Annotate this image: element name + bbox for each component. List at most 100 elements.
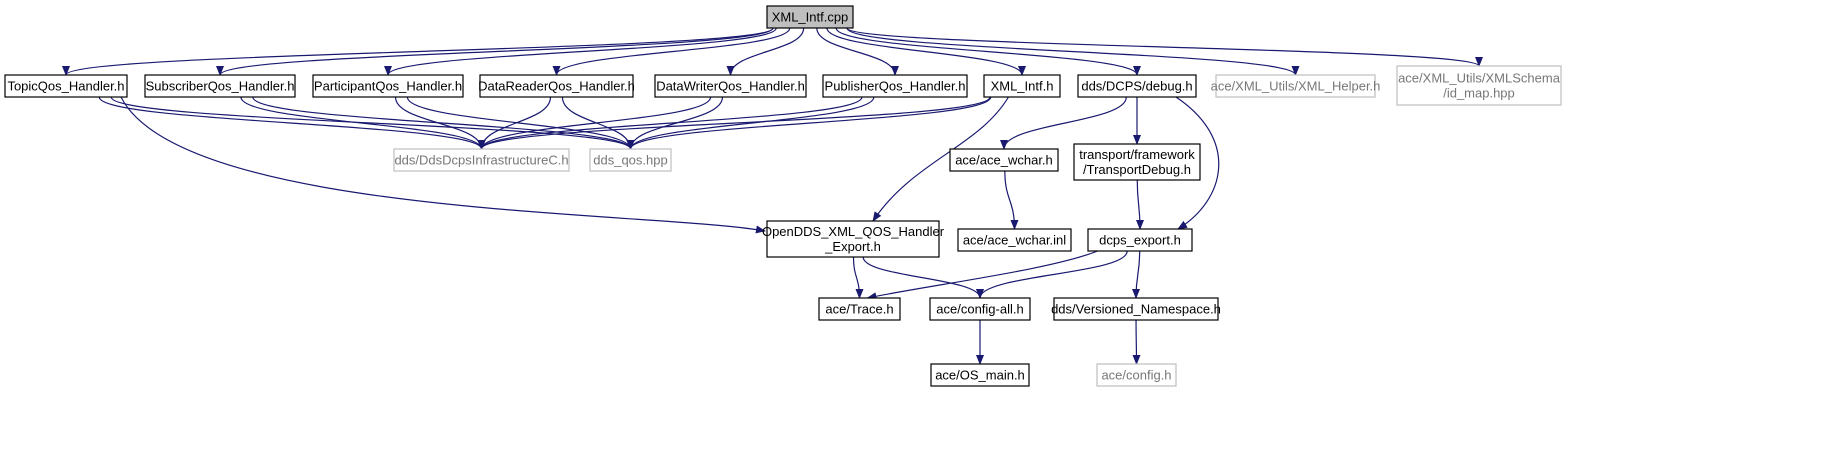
node-box [393, 148, 570, 172]
edge-datawriterqos-to-ddsdcpsinfra [477, 96, 712, 150]
edge-xml_intf_cpp-to-subscriberqos [216, 27, 774, 76]
edge-arrow [816, 27, 899, 76]
edge-opendds_export-to-ace_trace [852, 256, 864, 299]
edge-topicqos-to-ddsdcpsinfra [98, 96, 486, 150]
node-participantqos[interactable]: ParticipantQos_Handler.h [312, 74, 464, 98]
edge-arrow [477, 96, 991, 150]
node-box [957, 228, 1072, 252]
edge-opendds_export-to-config_all [862, 256, 984, 299]
node-label: SubscriberQos_Handler.h [146, 79, 295, 94]
edge-arrow [846, 27, 1300, 76]
edge-transportdebug-to-dcps_export [1135, 179, 1144, 230]
edge-arrow [477, 96, 863, 150]
node-os_main[interactable]: ace/OS_main.h [930, 363, 1030, 387]
edge-datareaderqos-to-ddsdcpsinfra [477, 96, 552, 150]
edge-arrow [477, 96, 552, 150]
node-label: ace/config.h [1101, 368, 1171, 383]
node-box [1073, 143, 1201, 181]
edge-arrow [240, 96, 486, 150]
edge-debug_h-to-ace_wchar_h [1000, 96, 1127, 150]
edge-arrow [852, 256, 864, 299]
edge-arrow [626, 96, 992, 150]
edge-xml_intf_cpp-to-xml_intf_h [826, 27, 1026, 76]
node-opendds_export[interactable]: OpenDDS_XML_QOS_Handler_Export.h [762, 220, 945, 258]
node-config_all[interactable]: ace/config-all.h [929, 297, 1031, 321]
node-label: DataWriterQos_Handler.h [656, 79, 805, 94]
node-topicqos[interactable]: TopicQos_Handler.h [4, 74, 128, 98]
node-box [312, 74, 464, 98]
edge-publisherqos-to-ddsdcpsinfra [477, 96, 863, 150]
node-label: OpenDDS_XML_QOS_Handler [762, 224, 945, 239]
edge-arrow [406, 96, 635, 150]
node-label: dds/DCPS/debug.h [1081, 79, 1192, 94]
edge-subscriberqos-to-dds_qos [252, 96, 635, 150]
node-datawriterqos[interactable]: DataWriterQos_Handler.h [654, 74, 807, 98]
edge-xml_intf_cpp-to-datawriterqos [726, 27, 805, 76]
node-label: ace/OS_main.h [935, 368, 1025, 383]
edge-xml_intf_cpp-to-id_map [846, 27, 1483, 67]
node-label: dcps_export.h [1099, 233, 1181, 248]
node-box [589, 148, 672, 172]
edge-dcps_export-to-versioned_ns [1132, 250, 1141, 299]
node-box [1215, 74, 1376, 98]
node-label: dds_qos.hpp [593, 153, 667, 168]
node-ace_trace[interactable]: ace/Trace.h [818, 297, 901, 321]
node-box [654, 74, 807, 98]
edge-arrow [110, 96, 635, 150]
node-versioned_ns[interactable]: dds/Versioned_Namespace.h [1051, 297, 1221, 321]
edge-arrow [626, 96, 875, 150]
edge-xml_intf_cpp-to-publisherqos [816, 27, 899, 76]
node-ace_wchar_inl[interactable]: ace/ace_wchar.inl [957, 228, 1072, 252]
node-transportdebug[interactable]: transport/framework/TransportDebug.h [1073, 143, 1201, 181]
node-box [766, 220, 940, 258]
node-label: /TransportDebug.h [1083, 162, 1191, 177]
node-box [144, 74, 296, 98]
node-box [1096, 363, 1177, 387]
node-label: XML_Intf.cpp [772, 10, 849, 25]
edge-xml_intf_cpp-to-participantqos [384, 27, 777, 76]
node-label: PublisherQos_Handler.h [825, 79, 966, 94]
node-label: /id_map.hpp [1443, 86, 1515, 101]
node-box [1087, 228, 1193, 252]
edge-arrow [862, 256, 984, 299]
node-ace_config: ace/config.h [1096, 363, 1177, 387]
node-label: TopicQos_Handler.h [7, 79, 124, 94]
edge-arrow [252, 96, 635, 150]
node-subscriberqos[interactable]: SubscriberQos_Handler.h [144, 74, 296, 98]
node-box [766, 5, 854, 29]
node-publisherqos[interactable]: PublisherQos_Handler.h [822, 74, 968, 98]
node-box [822, 74, 968, 98]
edge-arrow [976, 250, 1128, 299]
edge-arrow [62, 27, 774, 76]
edge-arrow [826, 27, 1026, 76]
node-id_map: ace/XML_Utils/XMLSchema/id_map.hpp [1396, 65, 1562, 106]
node-box [949, 148, 1059, 172]
node-box [818, 297, 901, 321]
node-datareaderqos[interactable]: DataReaderQos_Handler.h [478, 74, 635, 98]
node-dcps_export[interactable]: dcps_export.h [1087, 228, 1193, 252]
node-ace_wchar_h[interactable]: ace/ace_wchar.h [949, 148, 1059, 172]
node-label: ParticipantQos_Handler.h [314, 79, 462, 94]
node-box [1053, 297, 1219, 321]
edge-xml_intf_h-to-opendds_export [872, 96, 1009, 222]
edge-subscriberqos-to-ddsdcpsinfra [240, 96, 486, 150]
node-box [479, 74, 634, 98]
node-box [929, 297, 1031, 321]
node-debug_h[interactable]: dds/DCPS/debug.h [1077, 74, 1197, 98]
node-dds_qos: dds_qos.hpp [589, 148, 672, 172]
node-xml_intf_h[interactable]: XML_Intf.h [983, 74, 1061, 98]
edge-arrow [216, 27, 774, 76]
node-xml_intf_cpp[interactable]: XML_Intf.cpp [766, 5, 854, 29]
node-box [930, 363, 1030, 387]
edge-arrow [1004, 170, 1019, 230]
node-label: transport/framework [1079, 147, 1195, 162]
node-label: ace/config-all.h [936, 302, 1023, 317]
edge-arrow [1132, 250, 1141, 299]
edge-xml_intf_h-to-dds_qos [626, 96, 992, 150]
edge-participantqos-to-dds_qos [406, 96, 635, 150]
node-label: dds/DdsDcpsInfrastructureC.h [394, 153, 568, 168]
edge-publisherqos-to-dds_qos [626, 96, 875, 150]
edge-arrow [726, 27, 805, 76]
node-label: DataReaderQos_Handler.h [478, 79, 635, 94]
